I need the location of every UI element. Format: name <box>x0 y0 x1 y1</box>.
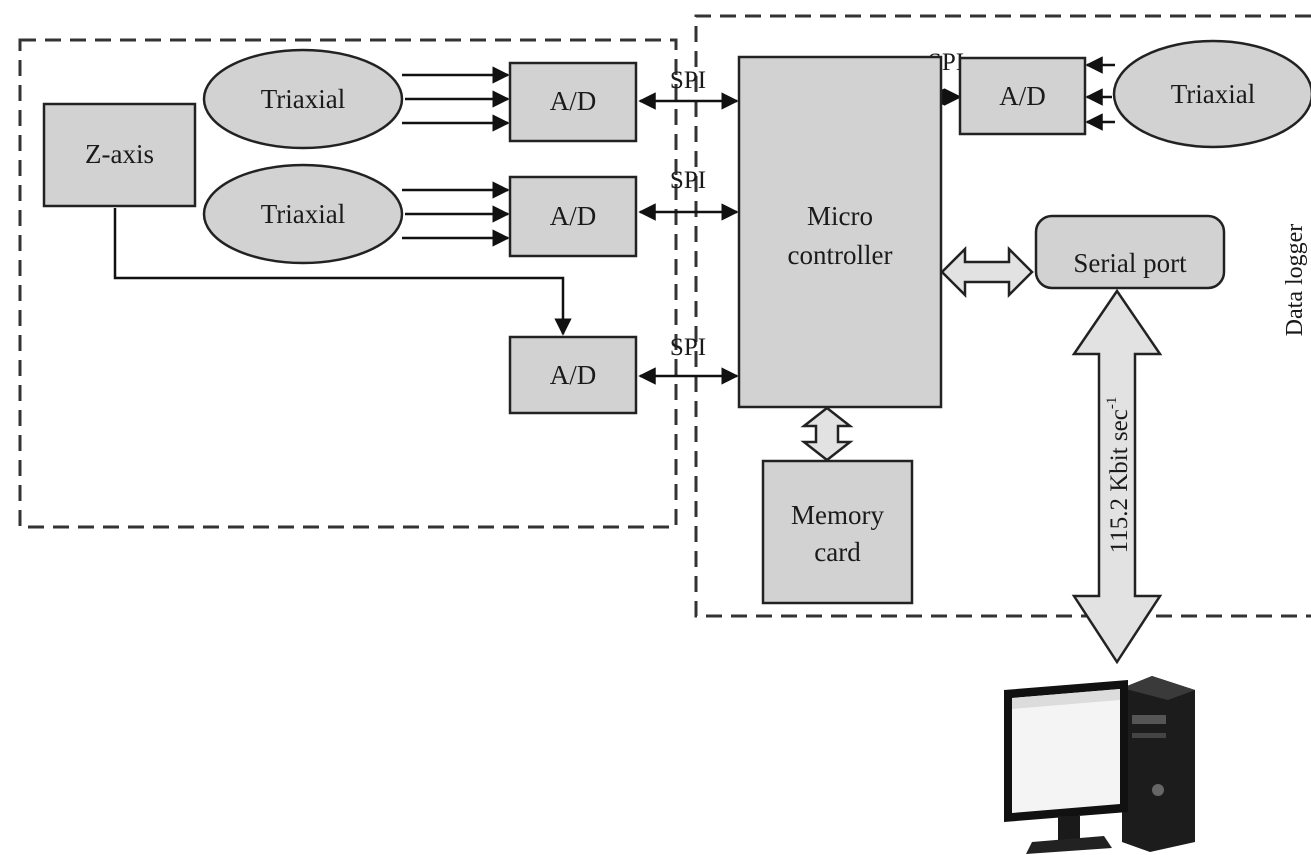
data-rate-value: 115.2 Kbit sec <box>1106 409 1133 553</box>
data-logger-label: Data logger <box>1282 224 1308 337</box>
memory-card-label-line1: Memory <box>791 500 884 530</box>
serial-port-label: Serial port <box>1073 248 1187 278</box>
spi-label-1: SPI <box>670 67 706 94</box>
microcontroller-node: Micro controller <box>737 55 943 409</box>
data-rate-label: 115.2 Kbit sec-1 <box>1104 397 1133 554</box>
ad-node-2: A/D <box>508 175 638 258</box>
microcontroller-label-line1: Micro <box>807 201 873 231</box>
spi-label-2: SPI <box>670 167 706 194</box>
spi-label-3: SPI <box>670 334 706 361</box>
serial-computer-double-arrow <box>1071 288 1163 665</box>
ad-label-1: A/D <box>550 86 597 116</box>
desktop-computer-icon <box>1004 676 1195 854</box>
ad-label-4: A/D <box>999 81 1046 111</box>
memory-card-label-line2: card <box>814 537 861 567</box>
serial-port-node: Serial port <box>1034 214 1226 290</box>
triaxial-node-1: Triaxial <box>202 48 404 150</box>
triaxial-label-2: Triaxial <box>261 199 346 229</box>
data-rate-exponent: -1 <box>1104 397 1120 410</box>
z-axis-label: Z-axis <box>85 139 154 169</box>
ad-node-4: A/D <box>958 56 1087 136</box>
triaxial-label-3: Triaxial <box>1171 79 1256 109</box>
sensor-group-boundary <box>18 38 678 529</box>
micro-serial-double-arrow <box>940 245 1034 299</box>
triaxial-node-2: Triaxial <box>202 163 404 265</box>
memory-card-node: Memory card <box>761 459 914 605</box>
ad-label-2: A/D <box>550 201 597 231</box>
micro-memory-double-arrow <box>800 406 854 462</box>
ad-node-1: A/D <box>508 61 638 143</box>
triaxial-label-1: Triaxial <box>261 84 346 114</box>
microcontroller-label-line2: controller <box>788 240 893 270</box>
ad-node-3: A/D <box>508 335 638 415</box>
z-axis-node: Z-axis <box>42 102 197 208</box>
ad-label-3: A/D <box>550 360 597 390</box>
data-logger-boundary <box>694 14 1311 618</box>
triaxial-node-3: Triaxial <box>1112 39 1311 149</box>
